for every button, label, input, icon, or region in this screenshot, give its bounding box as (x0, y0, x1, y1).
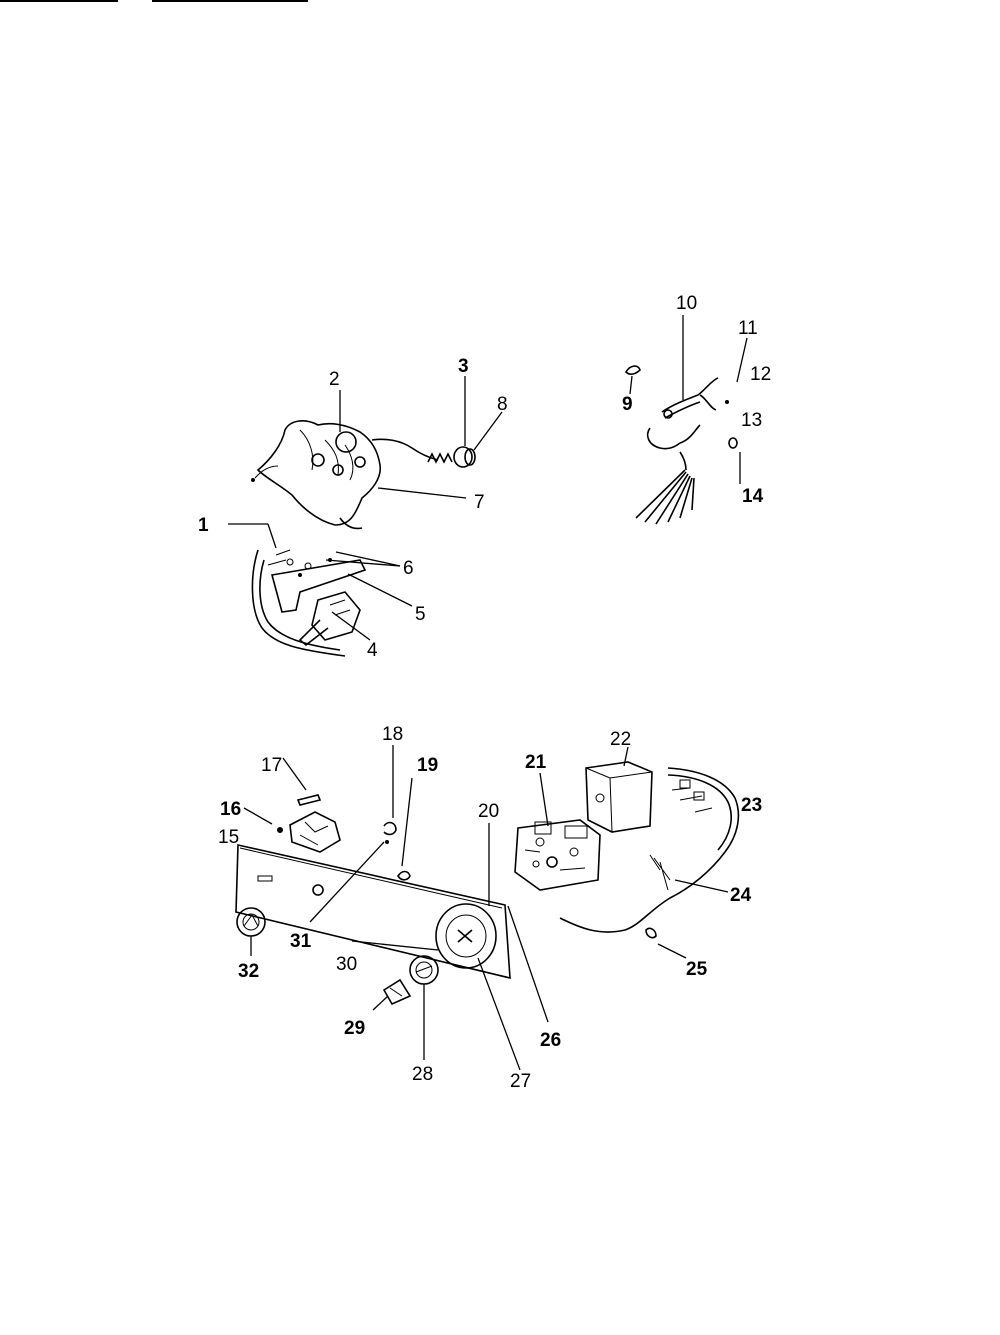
callout-4: 4 (367, 640, 378, 661)
control-panel-assembly (235, 761, 740, 1006)
callout-24: 24 (730, 885, 752, 906)
callout-13: 13 (741, 410, 762, 431)
leader-lines (228, 315, 748, 1071)
callout-15: 15 (218, 827, 239, 848)
callout-25: 25 (686, 959, 708, 980)
callout-31: 31 (290, 931, 312, 952)
callout-9: 9 (622, 394, 633, 415)
callout-22: 22 (610, 729, 631, 750)
callout-21: 21 (525, 752, 547, 773)
callout-18: 18 (382, 724, 403, 745)
pressure-switch-assembly (251, 549, 367, 657)
callout-11: 11 (738, 318, 758, 339)
callout-labels: 1 2 3 4 5 6 7 8 9 10 11 12 13 14 15 16 1… (198, 293, 771, 1092)
callout-29: 29 (344, 1018, 365, 1039)
callout-8: 8 (497, 394, 508, 415)
callout-20: 20 (478, 801, 499, 822)
header-rules (0, 0, 308, 2)
callout-30: 30 (336, 954, 357, 975)
callout-3: 3 (458, 356, 469, 377)
wire-harness-assembly (625, 365, 738, 525)
callout-32: 32 (238, 961, 259, 982)
callout-16: 16 (220, 799, 241, 820)
callout-26: 26 (540, 1030, 561, 1051)
callout-23: 23 (741, 795, 762, 816)
callout-7: 7 (474, 492, 485, 513)
callout-5: 5 (415, 604, 426, 625)
callout-12: 12 (750, 364, 771, 385)
callout-14: 14 (742, 486, 764, 507)
callout-10: 10 (676, 293, 697, 314)
water-valve-assembly (251, 420, 476, 530)
callout-1: 1 (198, 515, 209, 536)
callout-6: 6 (403, 558, 414, 579)
callout-2: 2 (329, 369, 340, 390)
callout-27: 27 (510, 1071, 531, 1092)
callout-28: 28 (412, 1064, 433, 1085)
callout-19: 19 (417, 755, 438, 776)
callout-17: 17 (261, 755, 282, 776)
